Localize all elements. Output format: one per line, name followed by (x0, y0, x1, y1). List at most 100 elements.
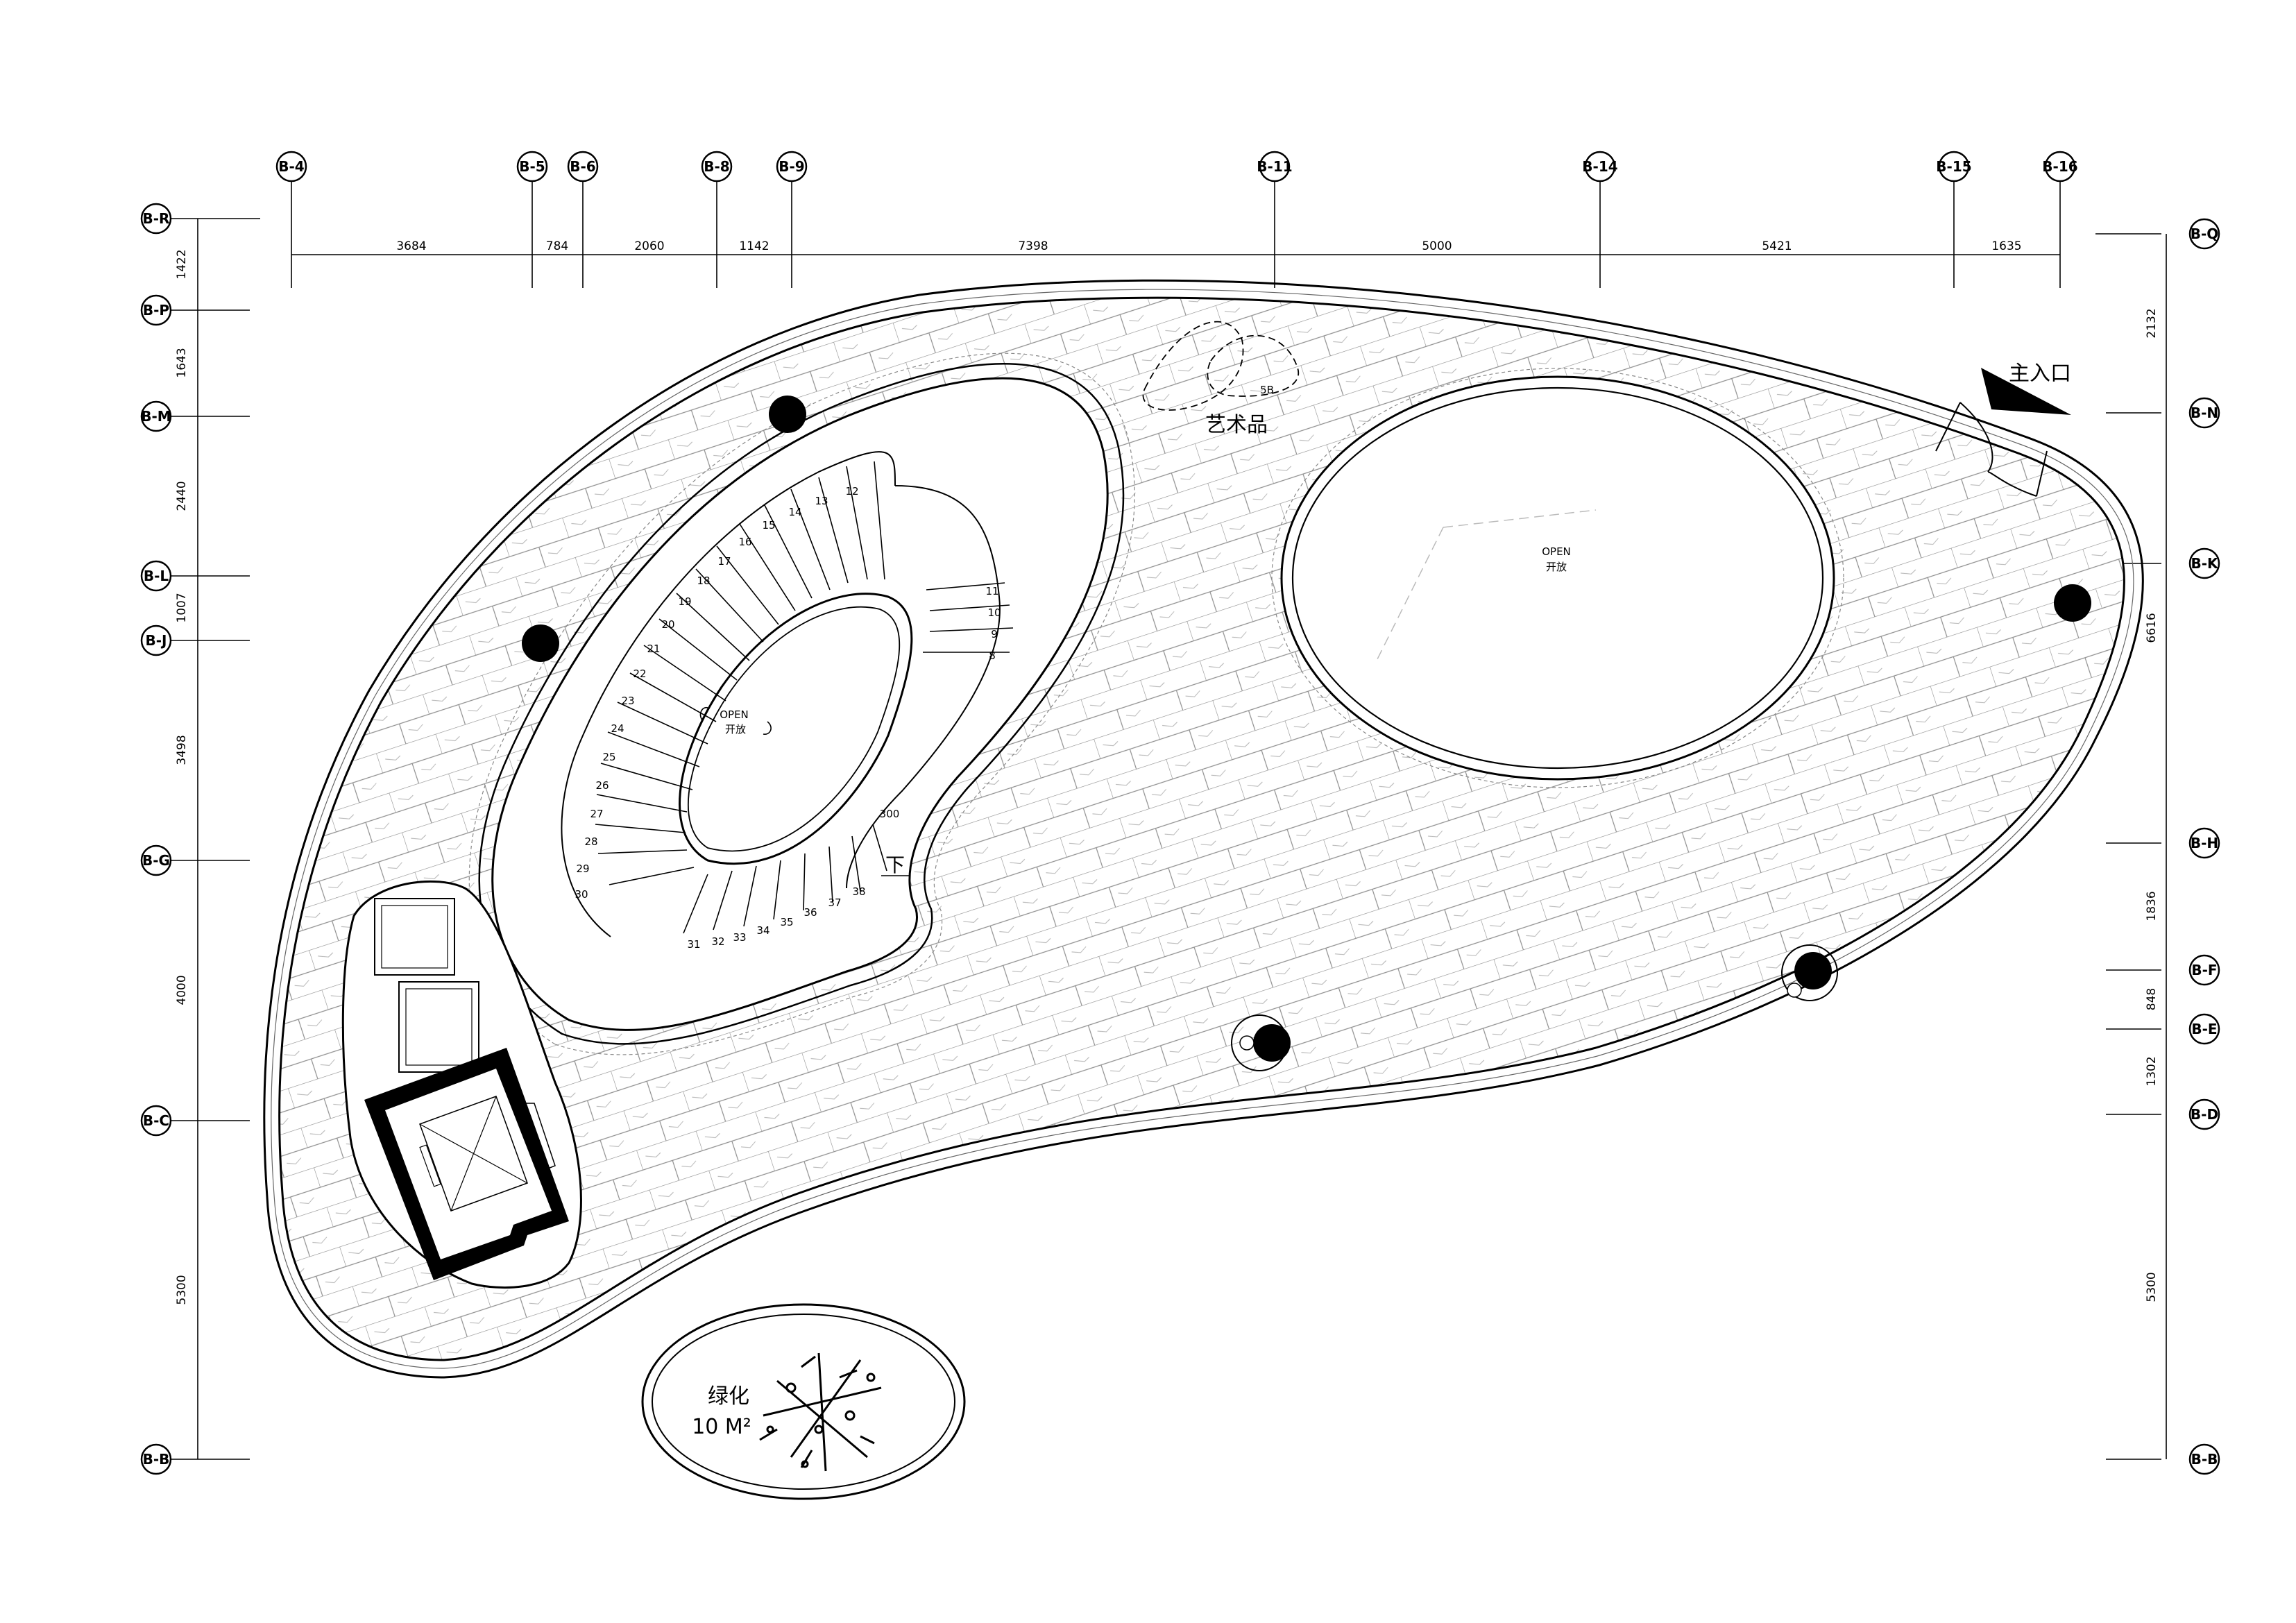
stair-width-label: 300 (880, 808, 900, 820)
artwork: 5B 艺术品 (1142, 321, 1300, 437)
grid-bubble: B-P (140, 294, 172, 326)
step-number: 24 (611, 722, 624, 735)
grid-axes-left (170, 218, 260, 1460)
step-number: 13 (815, 495, 828, 507)
step-number: 36 (803, 906, 817, 919)
step-number: 34 (756, 924, 769, 937)
svg-text:B-8: B-8 (704, 158, 729, 175)
step-number: 18 (697, 575, 710, 587)
grid-bubble: B-E (2188, 1013, 2220, 1045)
grid-bubble: B-L (140, 560, 172, 592)
grid-bubbles-top: B-4 B-5 B-6 B-8 B-9 B-11 B-14 B-15 B-16 (275, 151, 2078, 182)
grid-bubble: B-15 (1936, 151, 1972, 182)
dimension-text: 2132 (2145, 308, 2159, 338)
step-number: 32 (711, 935, 724, 948)
dimension-text: 5300 (2145, 1272, 2159, 1302)
dimension-text: 848 (2145, 988, 2159, 1010)
dimension-text: 1302 (2145, 1056, 2159, 1086)
dimension-text: 7398 (1018, 239, 1048, 253)
grid-bubble: B-11 (1257, 151, 1293, 182)
open-label: 开放 (725, 723, 746, 736)
svg-text:B-P: B-P (143, 302, 169, 318)
grid-bubble: B-9 (776, 151, 808, 182)
step-number: 8 (989, 649, 996, 662)
svg-text:B-15: B-15 (1936, 158, 1971, 175)
step-number: 28 (584, 835, 597, 848)
svg-text:B-H: B-H (2191, 835, 2218, 851)
svg-text:B-E: B-E (2191, 1021, 2217, 1037)
svg-text:B-G: B-G (142, 852, 170, 869)
step-number: 27 (590, 808, 603, 820)
grid-bubble: B-16 (2042, 151, 2078, 182)
oval-void: OPEN 开放 (1271, 368, 1844, 788)
column (522, 624, 559, 662)
grid-bubble: B-6 (567, 151, 599, 182)
svg-text:B-11: B-11 (1257, 158, 1292, 175)
lift-core (341, 880, 582, 1289)
svg-text:B-J: B-J (146, 632, 167, 649)
step-number: 19 (678, 595, 691, 608)
artwork-code: 5B (1260, 384, 1274, 396)
svg-text:B-C: B-C (143, 1112, 169, 1129)
dimension-texts-top: 3684 784 2060 1142 7398 5000 5421 1635 (396, 239, 2021, 253)
grid-bubble: B-H (2188, 827, 2220, 859)
svg-text:B-9: B-9 (779, 158, 804, 175)
dimension-text: 1007 (175, 593, 189, 622)
grid-bubble: B-J (140, 624, 172, 656)
step-number: 33 (733, 931, 746, 944)
grid-axes-top (291, 182, 2061, 288)
column (1781, 944, 1838, 1001)
grid-bubble: B-8 (701, 151, 733, 182)
dimension-texts-left: 1422 1643 2440 1007 3498 4000 5300 (175, 249, 189, 1305)
grid-bubble: B-M (140, 400, 172, 432)
grid-bubble: B-14 (1582, 151, 1618, 182)
svg-text:B-16: B-16 (2042, 158, 2077, 175)
column (2054, 584, 2091, 622)
column (1231, 1014, 1291, 1071)
step-number: 30 (575, 888, 588, 901)
grid-bubble: B-K (2188, 547, 2220, 579)
dimension-text: 2060 (634, 239, 664, 253)
step-number: 15 (762, 519, 775, 532)
stair-step-numbers: 8 9 10 11 12 13 14 15 16 17 18 19 20 21 … (575, 485, 1001, 951)
step-number: 37 (828, 897, 841, 909)
dimension-text: 3684 (396, 239, 426, 253)
grid-bubble: B-C (140, 1105, 172, 1137)
grid-bubble: B-Q (2188, 218, 2220, 250)
svg-text:B-M: B-M (141, 408, 171, 425)
svg-text:B-L: B-L (144, 568, 169, 584)
svg-text:B-R: B-R (143, 210, 170, 227)
column (769, 396, 806, 433)
dimension-text: 1836 (2145, 891, 2159, 921)
grid-bubbles-left: B-R B-P B-M B-L B-J B-G B-C B-B (140, 203, 172, 1475)
greenery-label: 绿化 (708, 1384, 749, 1409)
dimension-text: 1142 (739, 239, 769, 253)
dimension-text: 2440 (175, 481, 189, 511)
grid-bubble: B-4 (275, 151, 307, 182)
step-number: 23 (621, 695, 634, 707)
svg-text:B-5: B-5 (519, 158, 545, 175)
dimension-text: 1643 (175, 348, 189, 377)
open-label: 开放 (1546, 561, 1567, 573)
dimension-texts-right: 2132 6616 1836 848 1302 5300 (2145, 308, 2159, 1302)
down-label: 下 (885, 853, 905, 876)
step-number: 22 (633, 668, 646, 680)
dimension-text: 4000 (175, 975, 189, 1005)
grid-bubble: B-B (2188, 1443, 2220, 1475)
svg-text:B-Q: B-Q (2191, 226, 2219, 242)
step-number: 29 (576, 863, 589, 875)
grid-bubble: B-5 (516, 151, 548, 182)
dimension-text: 784 (546, 239, 568, 253)
step-number: 16 (738, 536, 751, 548)
dimension-text: 1635 (1991, 239, 2021, 253)
svg-text:B-6: B-6 (570, 158, 595, 175)
grid-bubble: B-F (2188, 954, 2220, 986)
grid-bubble: B-R (140, 203, 172, 235)
dimension-text: 5300 (175, 1275, 189, 1305)
dimension-text: 6616 (2145, 613, 2159, 643)
svg-text:B-B: B-B (143, 1451, 170, 1468)
svg-text:B-D: B-D (2191, 1106, 2218, 1123)
grid-bubble: B-N (2188, 397, 2220, 429)
grid-bubbles-right: B-Q B-N B-K B-H B-F B-E B-D B-B (2188, 218, 2220, 1475)
